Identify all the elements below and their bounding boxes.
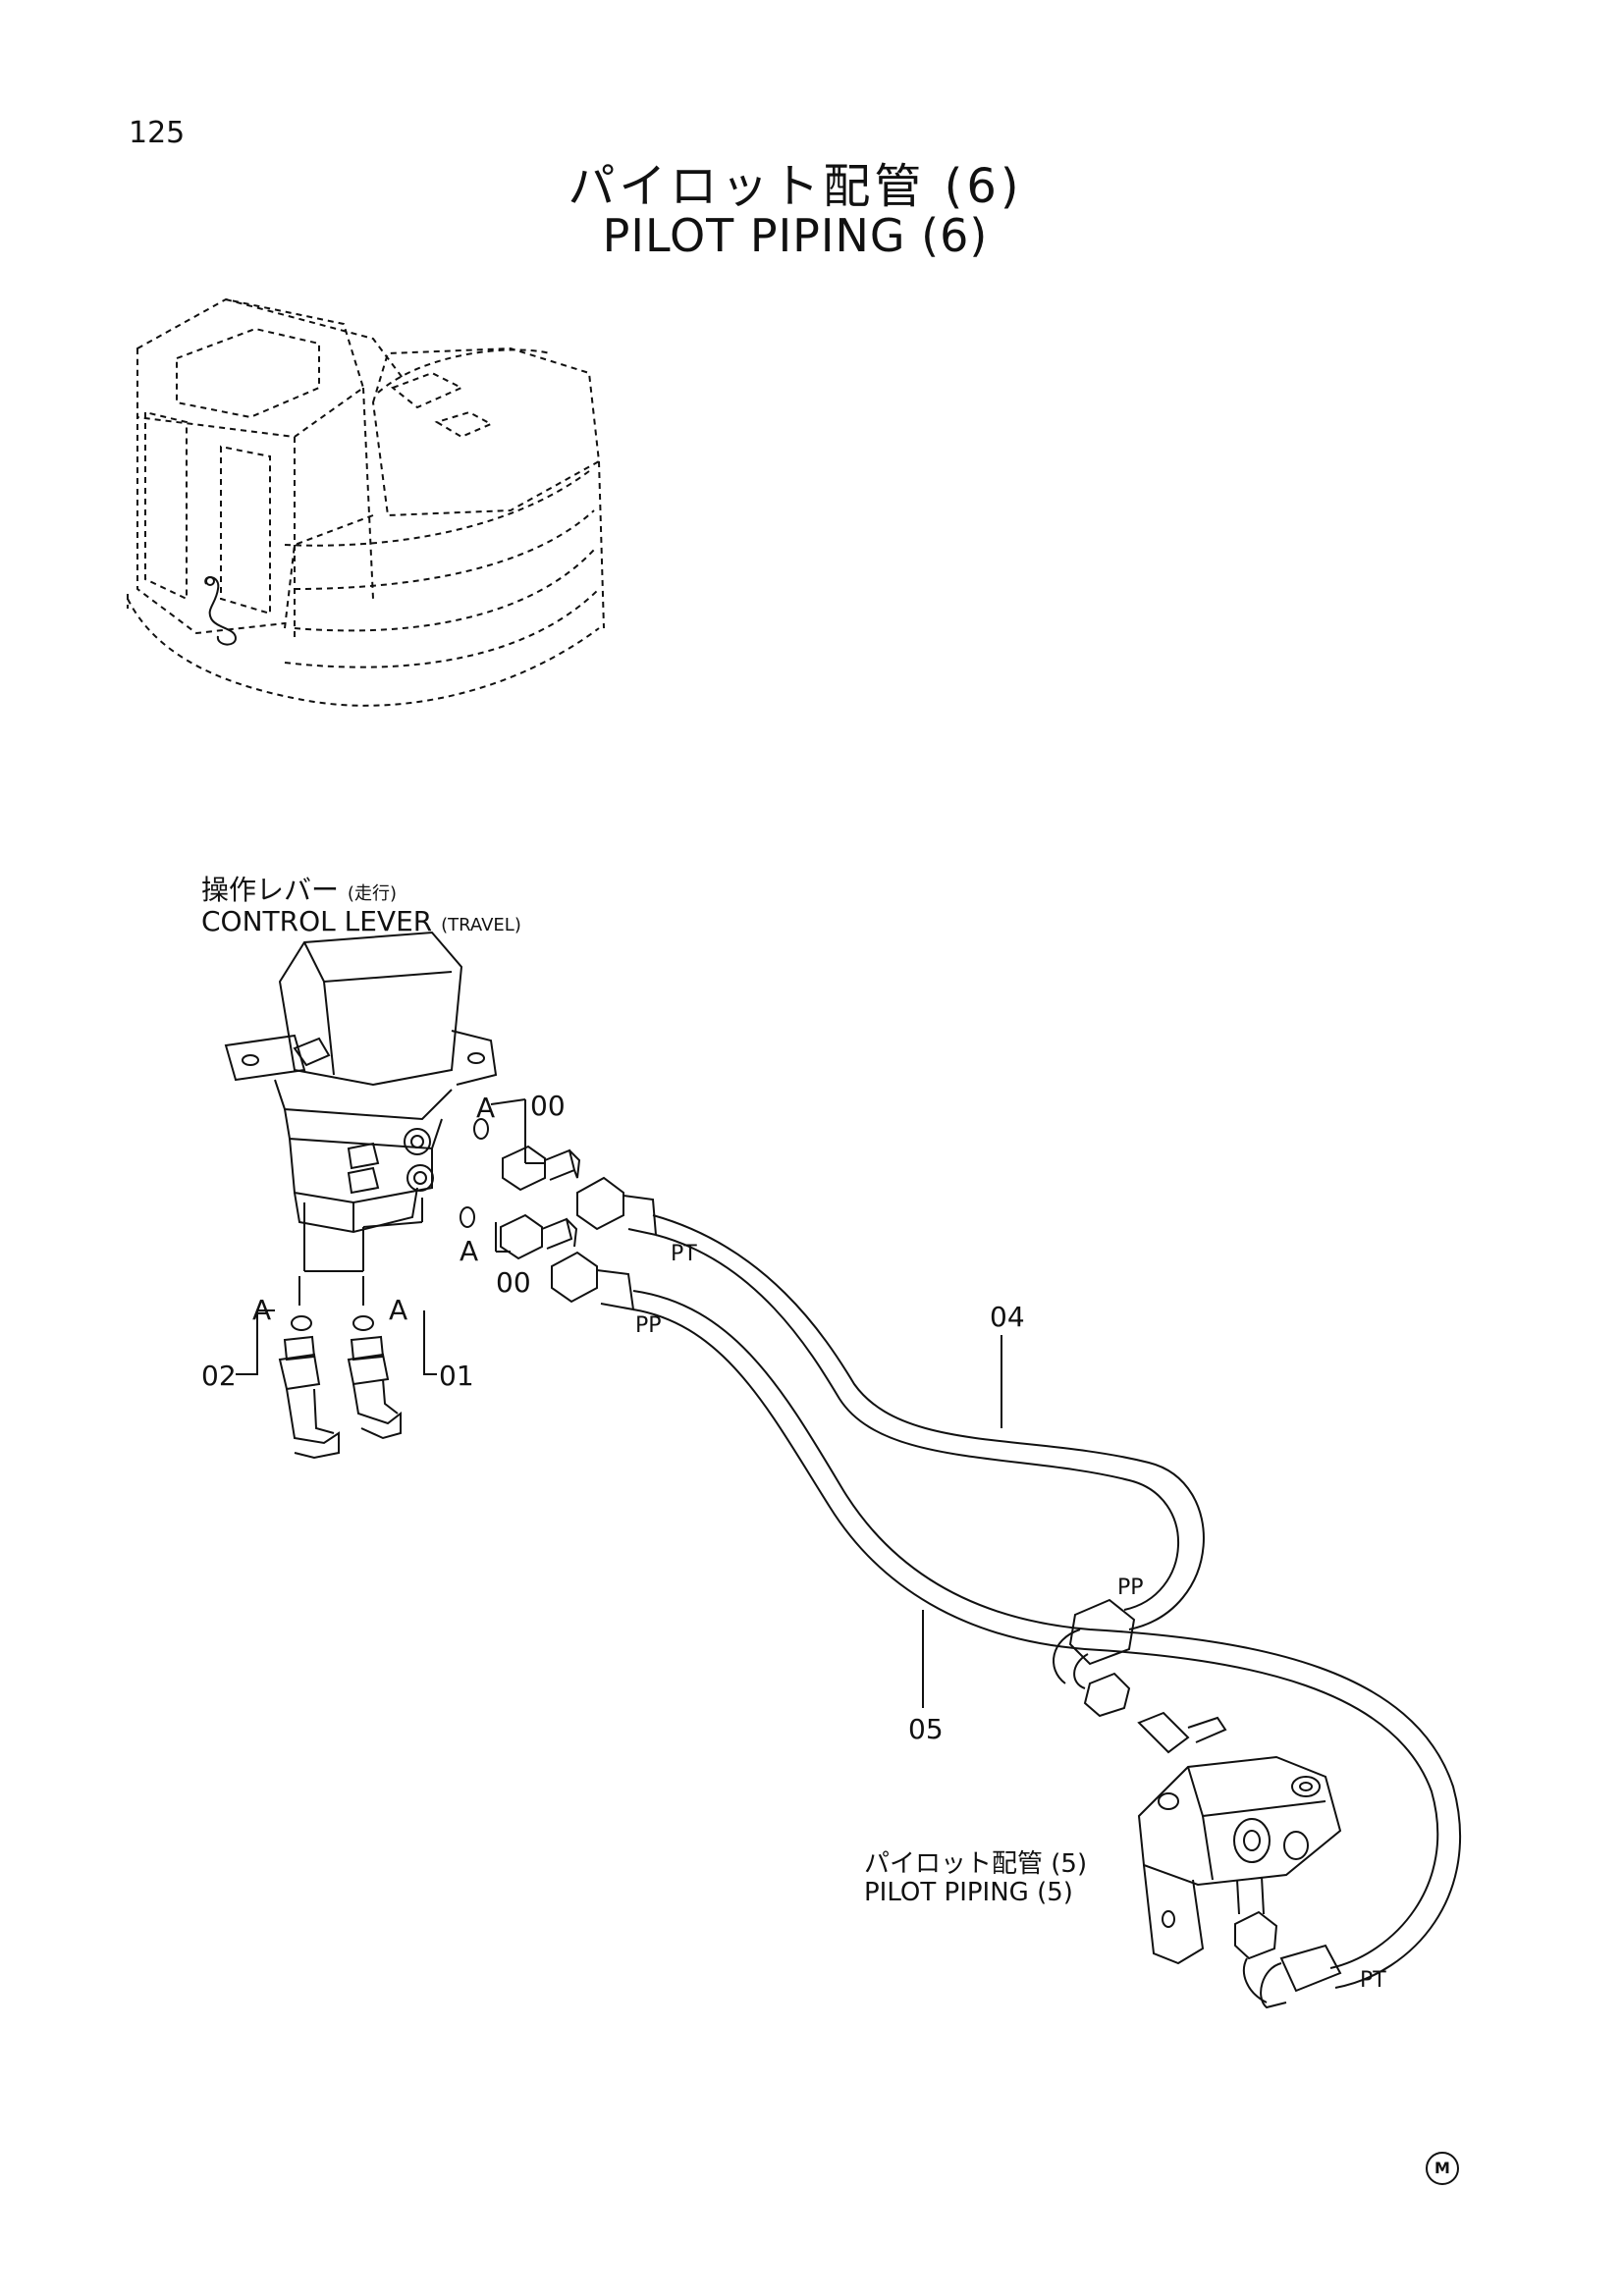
callout-00-bottom: 00 — [496, 1266, 531, 1299]
leader-lines — [236, 1098, 1002, 1708]
port-pp-top: PP — [635, 1313, 662, 1338]
elbow-fittings — [278, 1335, 402, 1460]
callout-00-top: 00 — [530, 1090, 566, 1122]
valve-block — [1137, 1755, 1342, 1965]
callout-01: 01 — [439, 1360, 474, 1392]
port-a-mid: A — [460, 1235, 479, 1267]
hoses — [551, 1176, 1462, 2009]
excavator-overview — [127, 297, 605, 707]
control-lever-jp-text: 操作レバー — [201, 874, 340, 906]
pilot-piping5-label-jp: パイロット配管 (5) — [864, 1849, 1088, 1879]
adapters-00 — [500, 1145, 581, 1260]
port-pp-joint: PP — [1117, 1575, 1144, 1600]
control-lever-en-sub: (TRAVEL) — [441, 915, 521, 935]
page-title-en: PILOT PIPING (6) — [602, 209, 989, 262]
circled-m-mark: M — [1426, 2152, 1459, 2185]
page-number: 125 — [129, 116, 186, 150]
control-lever-label-en: CONTROL LEVER (TRAVEL) — [201, 905, 521, 937]
control-lever-jp-sub: (走行) — [347, 883, 397, 904]
control-lever-label-jp: 操作レバー (走行) — [201, 869, 397, 908]
port-pt-bottom: PT — [1360, 1968, 1386, 1993]
control-lever-travel — [224, 931, 498, 1234]
port-pt-top: PT — [671, 1242, 697, 1266]
callout-05: 05 — [908, 1713, 944, 1745]
port-a-top: A — [476, 1092, 496, 1124]
callout-04: 04 — [990, 1301, 1025, 1333]
pilot-piping5-label-en: PILOT PIPING (5) — [864, 1878, 1073, 1907]
o-rings — [291, 1118, 489, 1331]
port-a-right: A — [389, 1294, 408, 1326]
port-a-left: A — [252, 1294, 272, 1326]
control-lever-en-text: CONTROL LEVER — [201, 905, 433, 937]
callout-02: 02 — [201, 1360, 237, 1392]
page-title-jp: パイロット配管 (6) — [568, 159, 1023, 214]
